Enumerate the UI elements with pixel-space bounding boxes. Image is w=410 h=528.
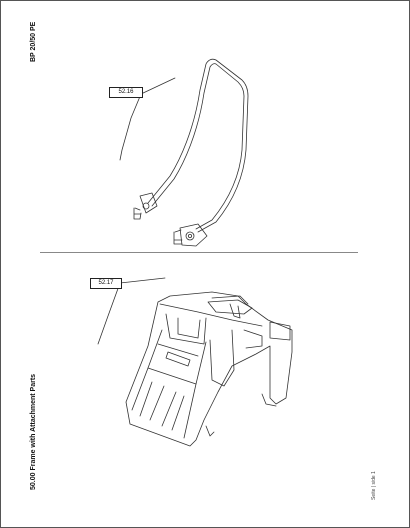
section-divider xyxy=(40,252,358,253)
callout-52-17: 52.17 xyxy=(90,278,122,289)
frame-drawing xyxy=(97,277,293,447)
handle-bar-drawing xyxy=(119,58,249,247)
callout-52-16: 52.16 xyxy=(109,87,143,98)
